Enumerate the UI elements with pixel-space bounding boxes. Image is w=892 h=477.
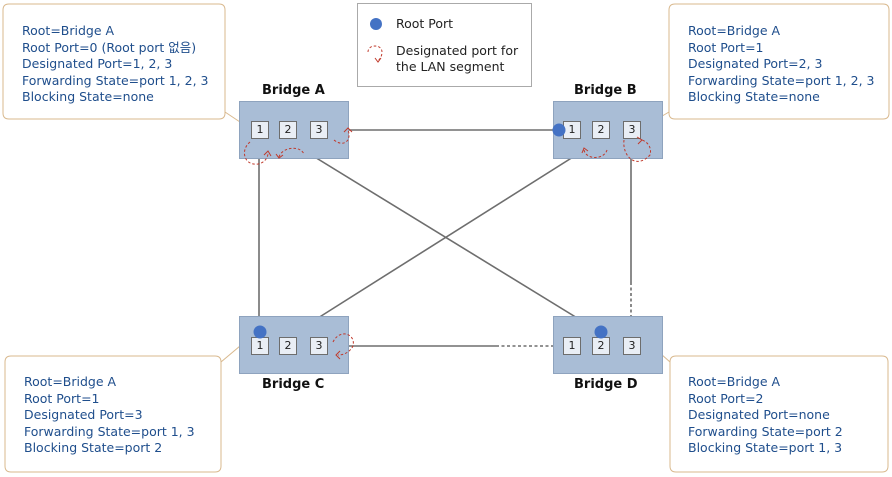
callout-a-line: Root Port=0 (Root port 없음) — [22, 39, 197, 55]
callout-a-line: Designated Port=1, 2, 3 — [22, 56, 173, 71]
root-port-marker-d2 — [594, 325, 608, 339]
callout-d-line: Blocking State=port 1, 3 — [688, 440, 843, 455]
callout-c-line: Blocking State=port 2 — [24, 440, 163, 455]
bridge-d-port-3: 3 — [623, 337, 641, 355]
designated-arrowhead-b3 — [636, 136, 643, 145]
bridge-c-port-3: 3 — [310, 337, 328, 355]
callout-a-line: Root=Bridge A — [22, 23, 115, 38]
callout-a-box — [2, 3, 226, 120]
legend: Root Port Designated port for the LAN se… — [357, 3, 532, 87]
bridge-d-port-1: 1 — [563, 337, 581, 355]
callout-b-line: Forwarding State=port 1, 2, 3 — [688, 72, 875, 88]
callout-a-line: Blocking State=none — [22, 89, 154, 104]
callout-c-line: Forwarding State=port 1, 3 — [24, 423, 195, 439]
callout-c-line: Designated Port=3 — [24, 407, 143, 422]
callout-b-line: Blocking State=none — [688, 89, 820, 104]
callout-a-pointer — [224, 111, 241, 123]
designated-arrowhead-b2 — [581, 147, 589, 154]
bridge-b-port-3: 3 — [623, 121, 641, 139]
bridge-a-title: Bridge A — [262, 83, 325, 98]
designated-arrow-a3 — [333, 129, 350, 144]
designated-arrowhead-c3 — [335, 350, 341, 360]
callout-a-line: Forwarding State=port 1, 2, 3 — [22, 72, 209, 88]
designated-arrow-a2 — [278, 147, 305, 158]
link-b2-c2 — [317, 139, 601, 319]
bridge-c-title: Bridge C — [262, 377, 325, 392]
bridge-d: 1 2 3 — [553, 316, 663, 374]
designated-arrow-b3 — [623, 139, 651, 162]
callout-b-text: Root=Bridge A Root Port=1 Designated Por… — [688, 23, 874, 106]
designated-arrowhead-a2 — [275, 153, 284, 159]
bridge-b: 1 2 3 — [553, 101, 663, 159]
designated-arrow-c3 — [332, 333, 354, 356]
link-a2-d2 — [286, 139, 601, 333]
bridge-d-title: Bridge D — [574, 377, 638, 392]
designated-arrowhead-a3 — [343, 127, 353, 133]
callout-b-box — [668, 3, 890, 120]
root-port-marker-b1 — [552, 123, 566, 137]
callout-c-text: Root=Bridge A Root Port=1 Designated Por… — [24, 374, 195, 457]
callout-d-line: Forwarding State=port 2 — [688, 423, 843, 439]
callout-d-text: Root=Bridge A Root Port=2 Designated Por… — [688, 374, 843, 457]
callout-d-line: Designated Port=none — [688, 407, 830, 422]
callout-c-line: Root Port=1 — [24, 390, 100, 406]
legend-root-port-label: Root Port — [396, 16, 454, 31]
bridge-c-port-2: 2 — [279, 337, 297, 355]
callout-d-line: Root Port=2 — [688, 390, 764, 406]
callout-c-line: Root=Bridge A — [24, 374, 117, 389]
callout-d-box — [669, 355, 889, 473]
callout-c-box — [4, 355, 222, 473]
callout-b-line: Designated Port=2, 3 — [688, 56, 823, 71]
bridge-b-title: Bridge B — [574, 83, 637, 98]
designated-arrowhead-a1 — [263, 150, 272, 157]
legend-designated-label-line2: the LAN segment — [396, 59, 505, 74]
callout-c-pointer — [220, 345, 241, 363]
bridge-a-port-2: 2 — [279, 121, 297, 139]
designated-arrow-a1 — [243, 141, 269, 165]
root-port-marker-c1 — [253, 325, 267, 339]
bridge-a-port-1: 1 — [251, 121, 269, 139]
callout-d-line: Root=Bridge A — [688, 374, 781, 389]
bridge-b-port-2: 2 — [592, 121, 610, 139]
bridge-a-port-3: 3 — [310, 121, 328, 139]
bridge-a: 1 2 3 — [239, 101, 349, 159]
designated-arrow-b2 — [583, 149, 608, 158]
designated-port-legend-icon — [367, 45, 383, 63]
root-port-legend-icon — [370, 18, 382, 30]
callout-a-text: Root=Bridge A Root Port=0 (Root port 없음)… — [22, 23, 208, 106]
bridge-c: 1 2 3 — [239, 316, 349, 374]
callout-b-line: Root=Bridge A — [688, 23, 781, 38]
legend-designated-label-line1: Designated port for — [396, 43, 519, 58]
callout-b-line: Root Port=1 — [688, 39, 764, 55]
